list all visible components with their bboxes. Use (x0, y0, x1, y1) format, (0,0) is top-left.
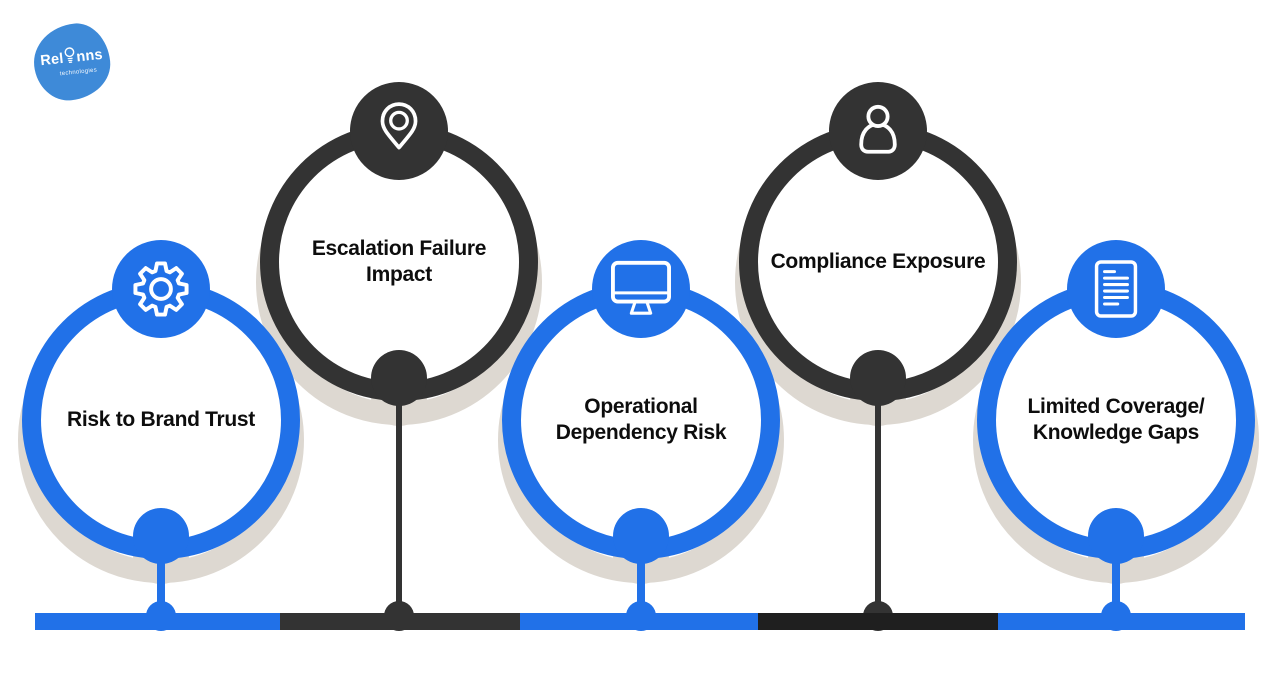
location-pin-icon (380, 102, 418, 150)
lightbulb-icon (64, 46, 75, 63)
timeline-segment (520, 613, 758, 630)
node-icon-circle (112, 240, 210, 338)
node-icon-circle (1067, 240, 1165, 338)
connector-stem (1112, 556, 1120, 615)
logo-text-prefix: Rel (39, 51, 65, 70)
monitor-icon (611, 260, 671, 315)
timeline-segment (280, 613, 520, 630)
node-bottom-dot (850, 350, 906, 406)
node-label: Risk to Brand Trust (67, 408, 255, 432)
connector-stem (396, 400, 402, 615)
node-bottom-dot (371, 350, 427, 406)
node-label: Operational Dependency Risk (555, 395, 727, 444)
node-bottom-dot (1088, 508, 1144, 564)
timeline-bar (35, 613, 1245, 630)
person-icon (859, 104, 897, 154)
node-icon-circle (829, 82, 927, 180)
node-bottom-dot (613, 508, 669, 564)
document-icon (1094, 260, 1138, 318)
connector-stem (637, 556, 645, 615)
timeline-segment (35, 613, 280, 630)
node-label: Limited Coverage/ Knowledge Gaps (1027, 395, 1205, 444)
gear-icon (133, 261, 189, 317)
node-label: Escalation Failure Impact (311, 237, 487, 286)
node-icon-circle (592, 240, 690, 338)
relinns-logo: Rel nns technologies (30, 20, 114, 104)
logo-text-suffix: nns (75, 47, 104, 66)
node-bottom-dot (133, 508, 189, 564)
timeline-segment (998, 613, 1245, 630)
node-label: Compliance Exposure (770, 250, 986, 274)
timeline-segment (758, 613, 998, 630)
logo-wordmark: Rel nns (39, 45, 104, 71)
node-icon-circle (350, 82, 448, 180)
connector-stem (875, 400, 881, 615)
connector-stem (157, 556, 165, 615)
